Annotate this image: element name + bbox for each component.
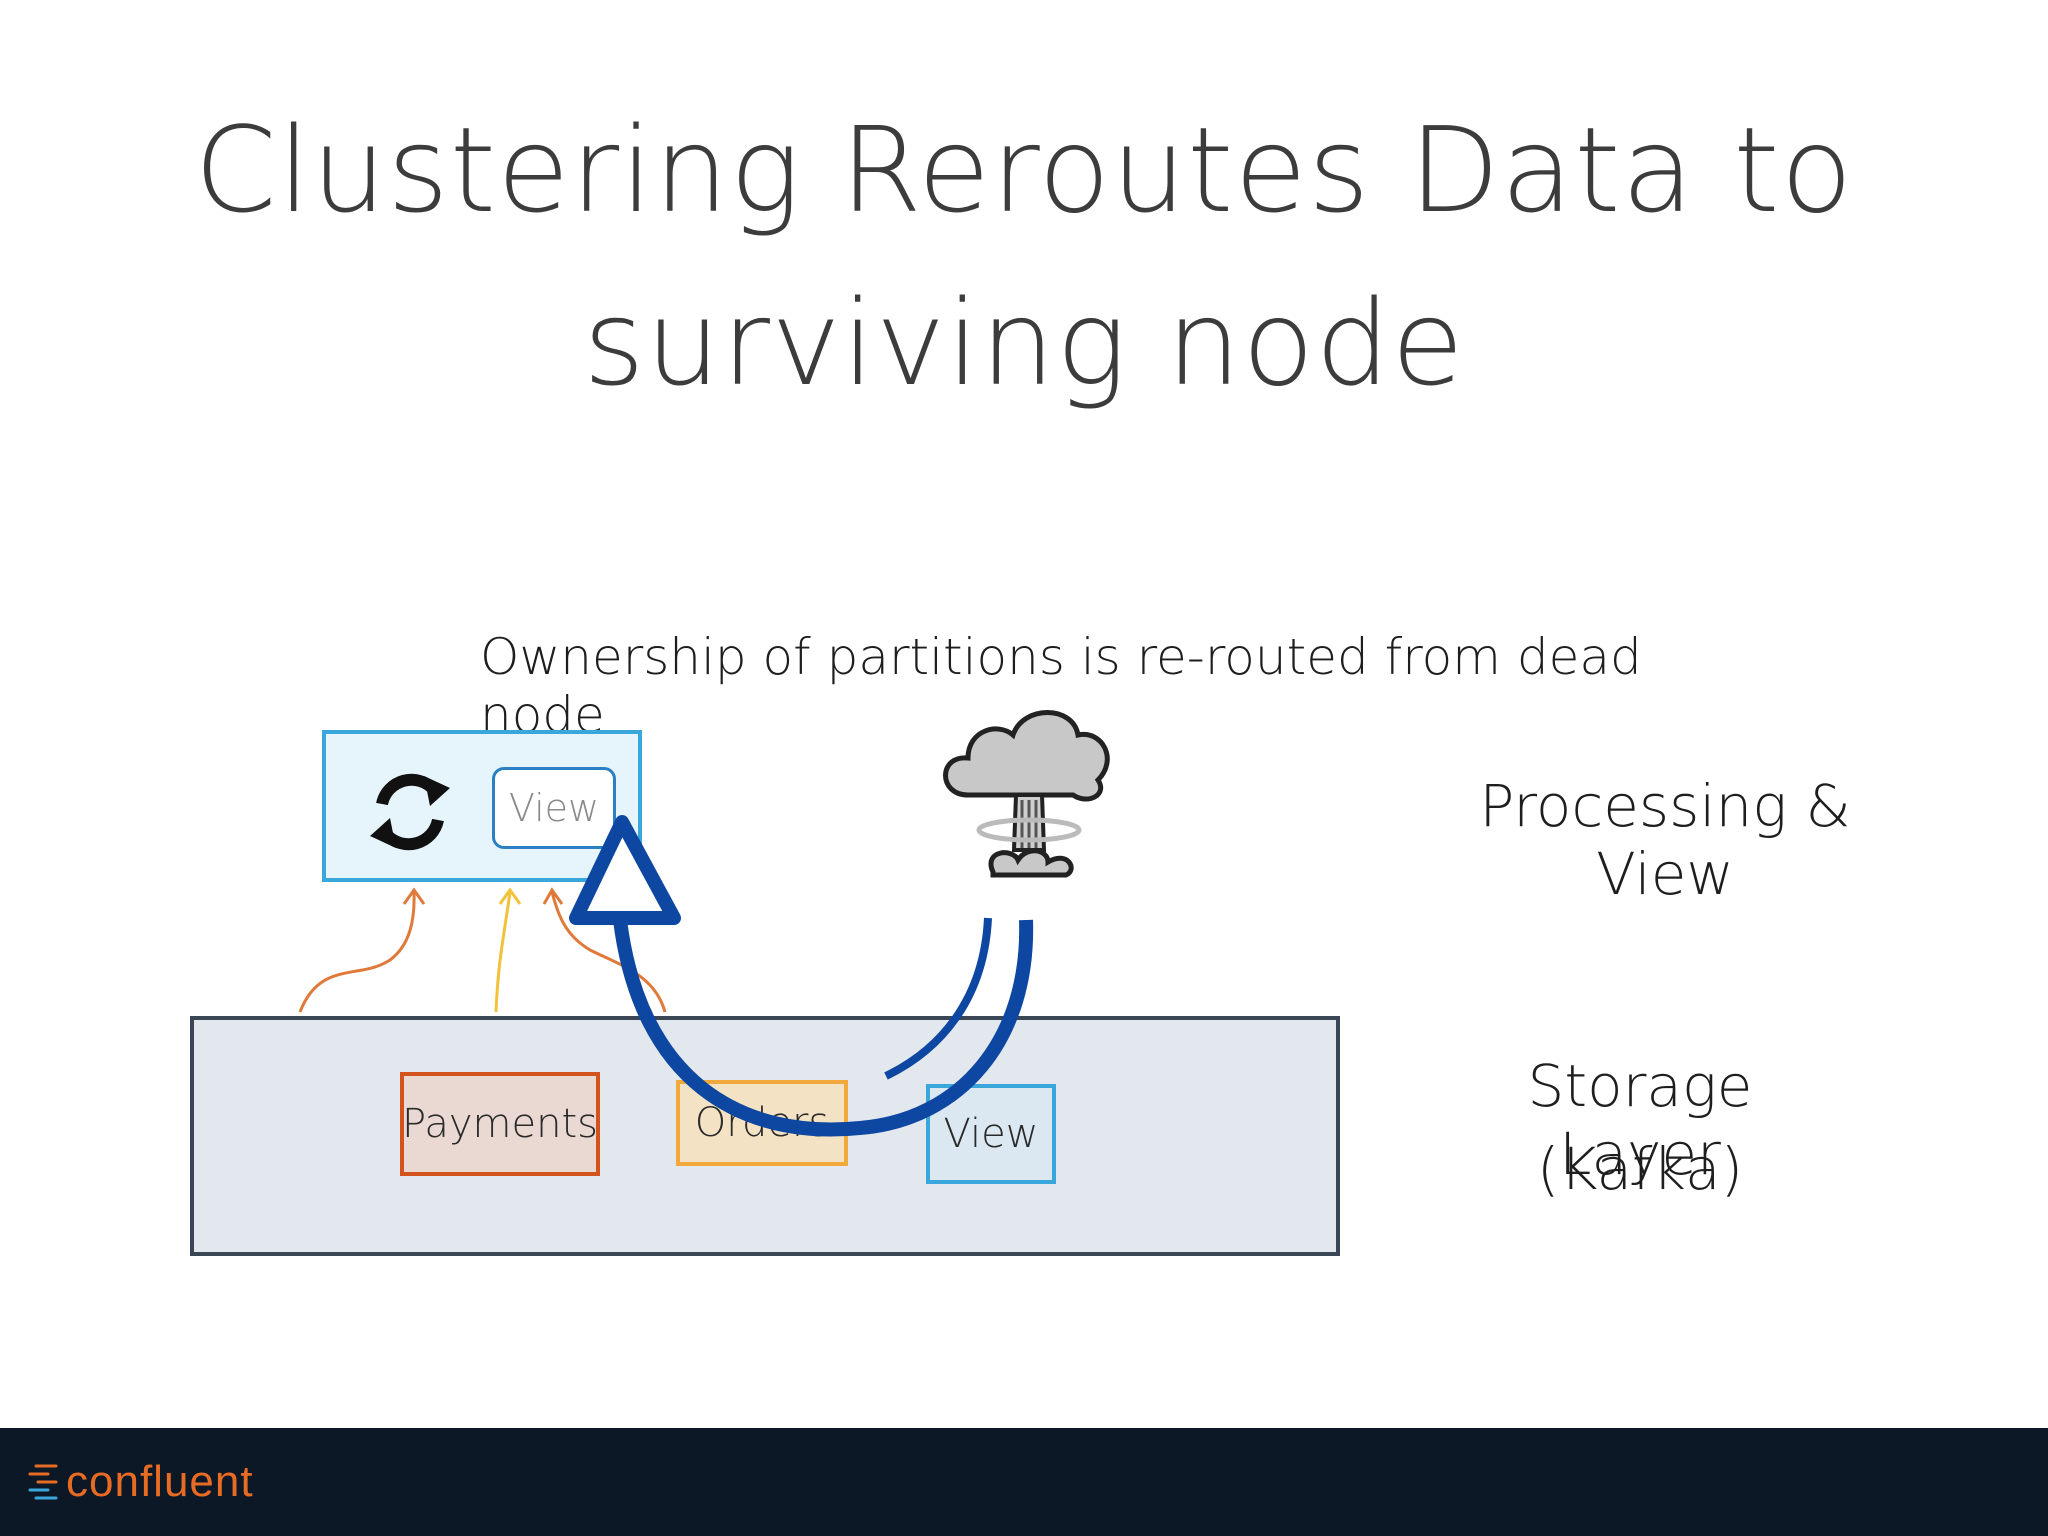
diagram-arrows bbox=[298, 815, 1034, 1137]
topic-payments: Payments bbox=[400, 1072, 600, 1176]
slide: Clustering Reroutes Data to surviving no… bbox=[190, 101, 1854, 1256]
orders-feed-arrow bbox=[494, 887, 522, 1013]
mushroom-cloud-icon bbox=[943, 710, 1110, 878]
view-feed-arrow bbox=[542, 887, 667, 1013]
slide-title-line-1: Clustering Reroutes Data to bbox=[194, 101, 1854, 239]
confluent-logo-icon bbox=[28, 1464, 58, 1500]
payments-feed-arrow bbox=[298, 887, 426, 1013]
storage-layer-sublabel: (Kafka) bbox=[1536, 1135, 1744, 1203]
processing-layer-label: Processing & View bbox=[1479, 772, 1851, 908]
processing-view-store: View bbox=[492, 767, 616, 849]
reroute-arrow bbox=[569, 815, 1034, 1137]
diagram-caption: Ownership of partitions is re-routed fro… bbox=[480, 628, 1642, 744]
slide-title-line-2: surviving node bbox=[583, 274, 1465, 412]
confluent-logo: confluent bbox=[26, 1452, 254, 1512]
sync-icon bbox=[370, 773, 450, 851]
footer-bar bbox=[0, 1428, 2048, 1536]
brand-name: confluent bbox=[66, 1457, 254, 1506]
storage-layer-label: Storage Layer bbox=[1527, 1052, 1753, 1188]
